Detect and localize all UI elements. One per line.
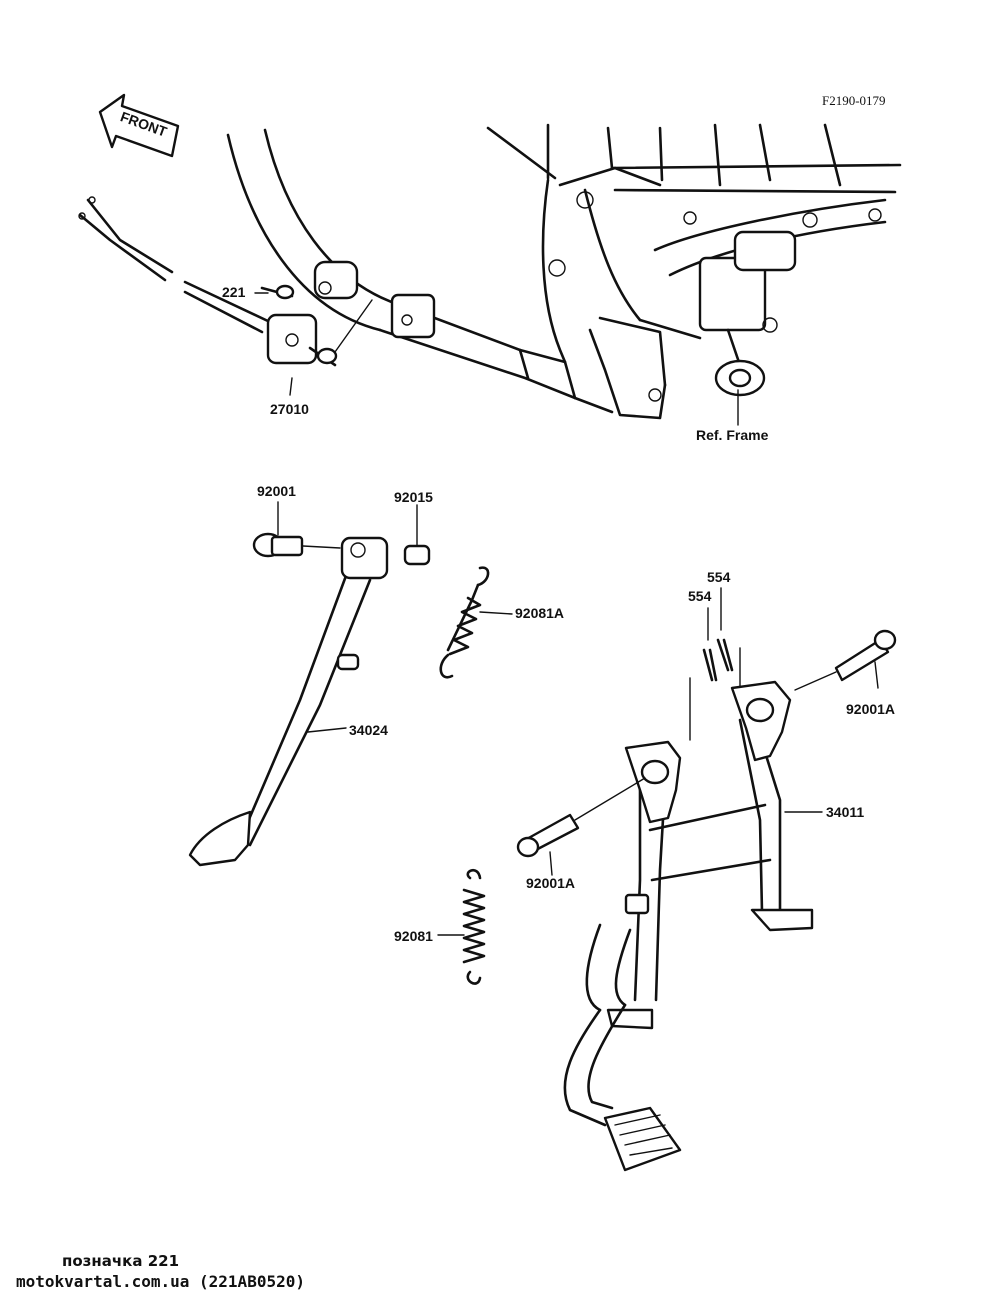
footer-source: motokvartal.com.ua (221AB0520) (16, 1272, 305, 1291)
diagram-code: F2190-0179 (822, 93, 886, 108)
footer-part-note: позначка 221 (62, 1252, 180, 1270)
center-stand-drawing (563, 680, 823, 1172)
label-221: 221 (222, 284, 246, 300)
label-34011: 34011 (826, 804, 865, 820)
front-arrow-icon: FRONT (98, 93, 180, 158)
side-stand-switch-drawing (78, 196, 373, 396)
label-92081: 92081 (394, 928, 433, 944)
label-92015: 92015 (394, 489, 433, 505)
label-ref-frame: Ref. Frame (696, 427, 769, 443)
label-27010: 27010 (270, 401, 309, 417)
spring-92081A-drawing (439, 566, 513, 679)
cotter-pins-drawing (689, 587, 741, 741)
side-stand-drawing (188, 532, 431, 867)
spring-92081-drawing (437, 868, 486, 985)
label-92081A: 92081A (515, 605, 565, 621)
label-92001A-right: 92001A (846, 701, 896, 717)
ref-frame-drawing (226, 123, 902, 420)
label-34024: 34024 (349, 722, 388, 738)
label-92001A-left: 92001A (526, 875, 576, 891)
pivot-bolts-drawing (516, 629, 897, 876)
label-554-upper: 554 (707, 569, 731, 585)
label-554-lower: 554 (688, 588, 712, 604)
leader-lines (254, 292, 739, 546)
label-92001: 92001 (257, 483, 296, 499)
